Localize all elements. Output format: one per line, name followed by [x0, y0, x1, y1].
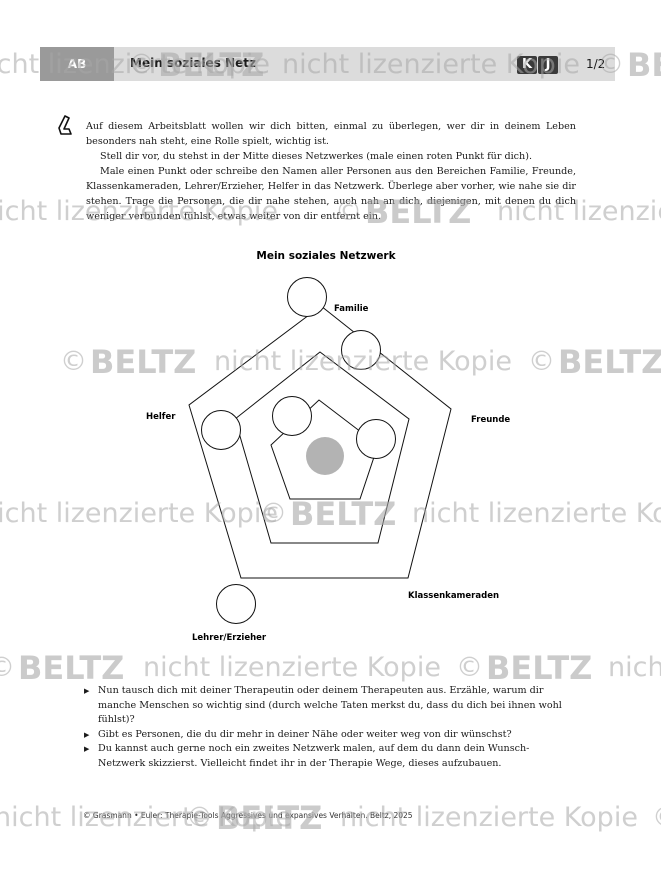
worksheet-tag: AB	[40, 47, 114, 81]
badge-k: K	[517, 56, 537, 74]
person-circle	[201, 410, 241, 450]
intro-paragraph-3: Male einen Punkt oder schreibe den Namen…	[86, 166, 576, 222]
age-badges: K J	[517, 56, 558, 74]
label-helfer: Helfer	[146, 412, 176, 422]
pencil-icon	[58, 115, 72, 135]
intro-paragraph-1: Auf diesem Arbeitsblatt wollen wir dich …	[86, 121, 576, 147]
label-lehrer-erzieher: Lehrer/Erzieher	[192, 633, 267, 643]
list-item: Gibt es Personen, die du dir mehr in dei…	[84, 728, 576, 743]
person-circle	[216, 584, 256, 624]
badge-j: J	[538, 56, 558, 74]
label-familie: Familie	[334, 304, 369, 314]
middle-pentagon	[234, 351, 410, 544]
copyright-footer: © Grasmann • Euler: Therapie-Tools Aggre…	[83, 811, 413, 820]
intro-paragraph-2: Stell dir vor, du stehst in der Mitte di…	[100, 151, 533, 162]
list-item: Nun tausch dich mit deiner Therapeutin o…	[84, 684, 576, 728]
person-circle	[356, 419, 396, 459]
list-item: Du kannst auch gerne noch ein zweites Ne…	[84, 742, 576, 771]
center-dot	[306, 437, 344, 475]
label-freunde: Freunde	[471, 415, 510, 425]
intro-text: Auf diesem Arbeitsblatt wollen wir dich …	[86, 119, 576, 224]
label-klassenkameraden: Klassenkameraden	[408, 591, 499, 601]
diagram-title: Mein soziales Netzwerk	[256, 250, 396, 262]
person-circle	[341, 330, 381, 370]
task-list: Nun tausch dich mit deiner Therapeutin o…	[84, 684, 576, 771]
person-circle	[272, 396, 312, 436]
person-circle	[287, 277, 327, 317]
page-number: 1/2	[586, 57, 606, 71]
outer-pentagon	[188, 305, 452, 579]
page-title: Mein soziales Netz	[130, 56, 256, 70]
